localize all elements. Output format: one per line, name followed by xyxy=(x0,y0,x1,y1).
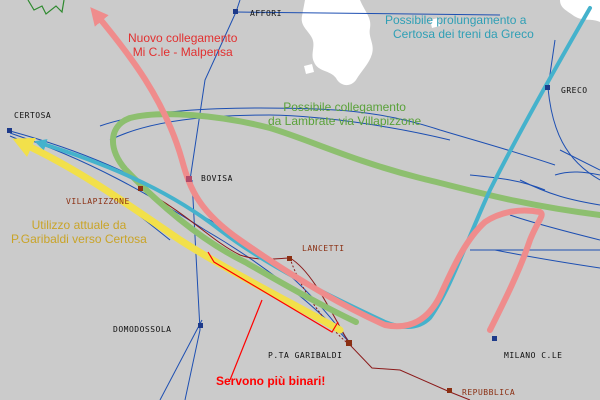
station-marker xyxy=(7,128,12,133)
station-marker xyxy=(492,336,497,341)
station-marker xyxy=(287,256,292,261)
capacity-highlight xyxy=(207,251,339,381)
station-marker xyxy=(233,9,238,14)
station-marker xyxy=(447,388,452,393)
route-lambrate xyxy=(110,111,600,325)
station-label-bovisa: BOVISA xyxy=(201,174,233,183)
park-boundary xyxy=(27,0,65,15)
water-area xyxy=(304,64,314,74)
water-area xyxy=(560,0,600,22)
station-label-lancetti: LANCETTI xyxy=(302,244,345,253)
station-label-repubblica: REPUBBLICA xyxy=(462,388,516,397)
route-malpensa xyxy=(90,7,545,333)
station-label-certosa: CERTOSA xyxy=(14,111,52,120)
station-label-villapizzone: VILLAPIZZONE xyxy=(66,197,130,206)
water-area xyxy=(430,18,440,28)
station-marker xyxy=(198,323,203,328)
station-label-garibaldi: P.TA GARIBALDI xyxy=(268,351,343,360)
station-marker xyxy=(138,186,143,191)
annotation-more-tracks: Servono più binari! xyxy=(216,374,326,388)
station-marker xyxy=(186,176,192,182)
annotation-malpensa: Nuovo collegamento Mi C.le - Malpensa xyxy=(128,31,238,59)
station-label-affori: AFFORI xyxy=(250,9,282,18)
station-markers xyxy=(7,9,550,393)
metro-branch xyxy=(289,257,351,346)
route-current-use xyxy=(12,137,344,334)
station-label-domodossola: DOMODOSSOLA xyxy=(113,325,172,334)
water-area xyxy=(301,0,373,86)
station-marker xyxy=(545,85,550,90)
annotation-lambrate: Possibile collegamento da Lambrate via V… xyxy=(268,100,422,128)
station-marker xyxy=(346,340,352,346)
annotation-greco-extension: Possibile prolungamento a Certosa dei tr… xyxy=(385,13,534,41)
annotation-current-use: Utilizzo attuale da P.Garibaldi verso Ce… xyxy=(11,218,147,246)
station-label-greco: GRECO xyxy=(561,86,588,95)
station-label-milano-centrale: MILANO C.LE xyxy=(504,351,563,360)
metro-line xyxy=(139,187,471,400)
